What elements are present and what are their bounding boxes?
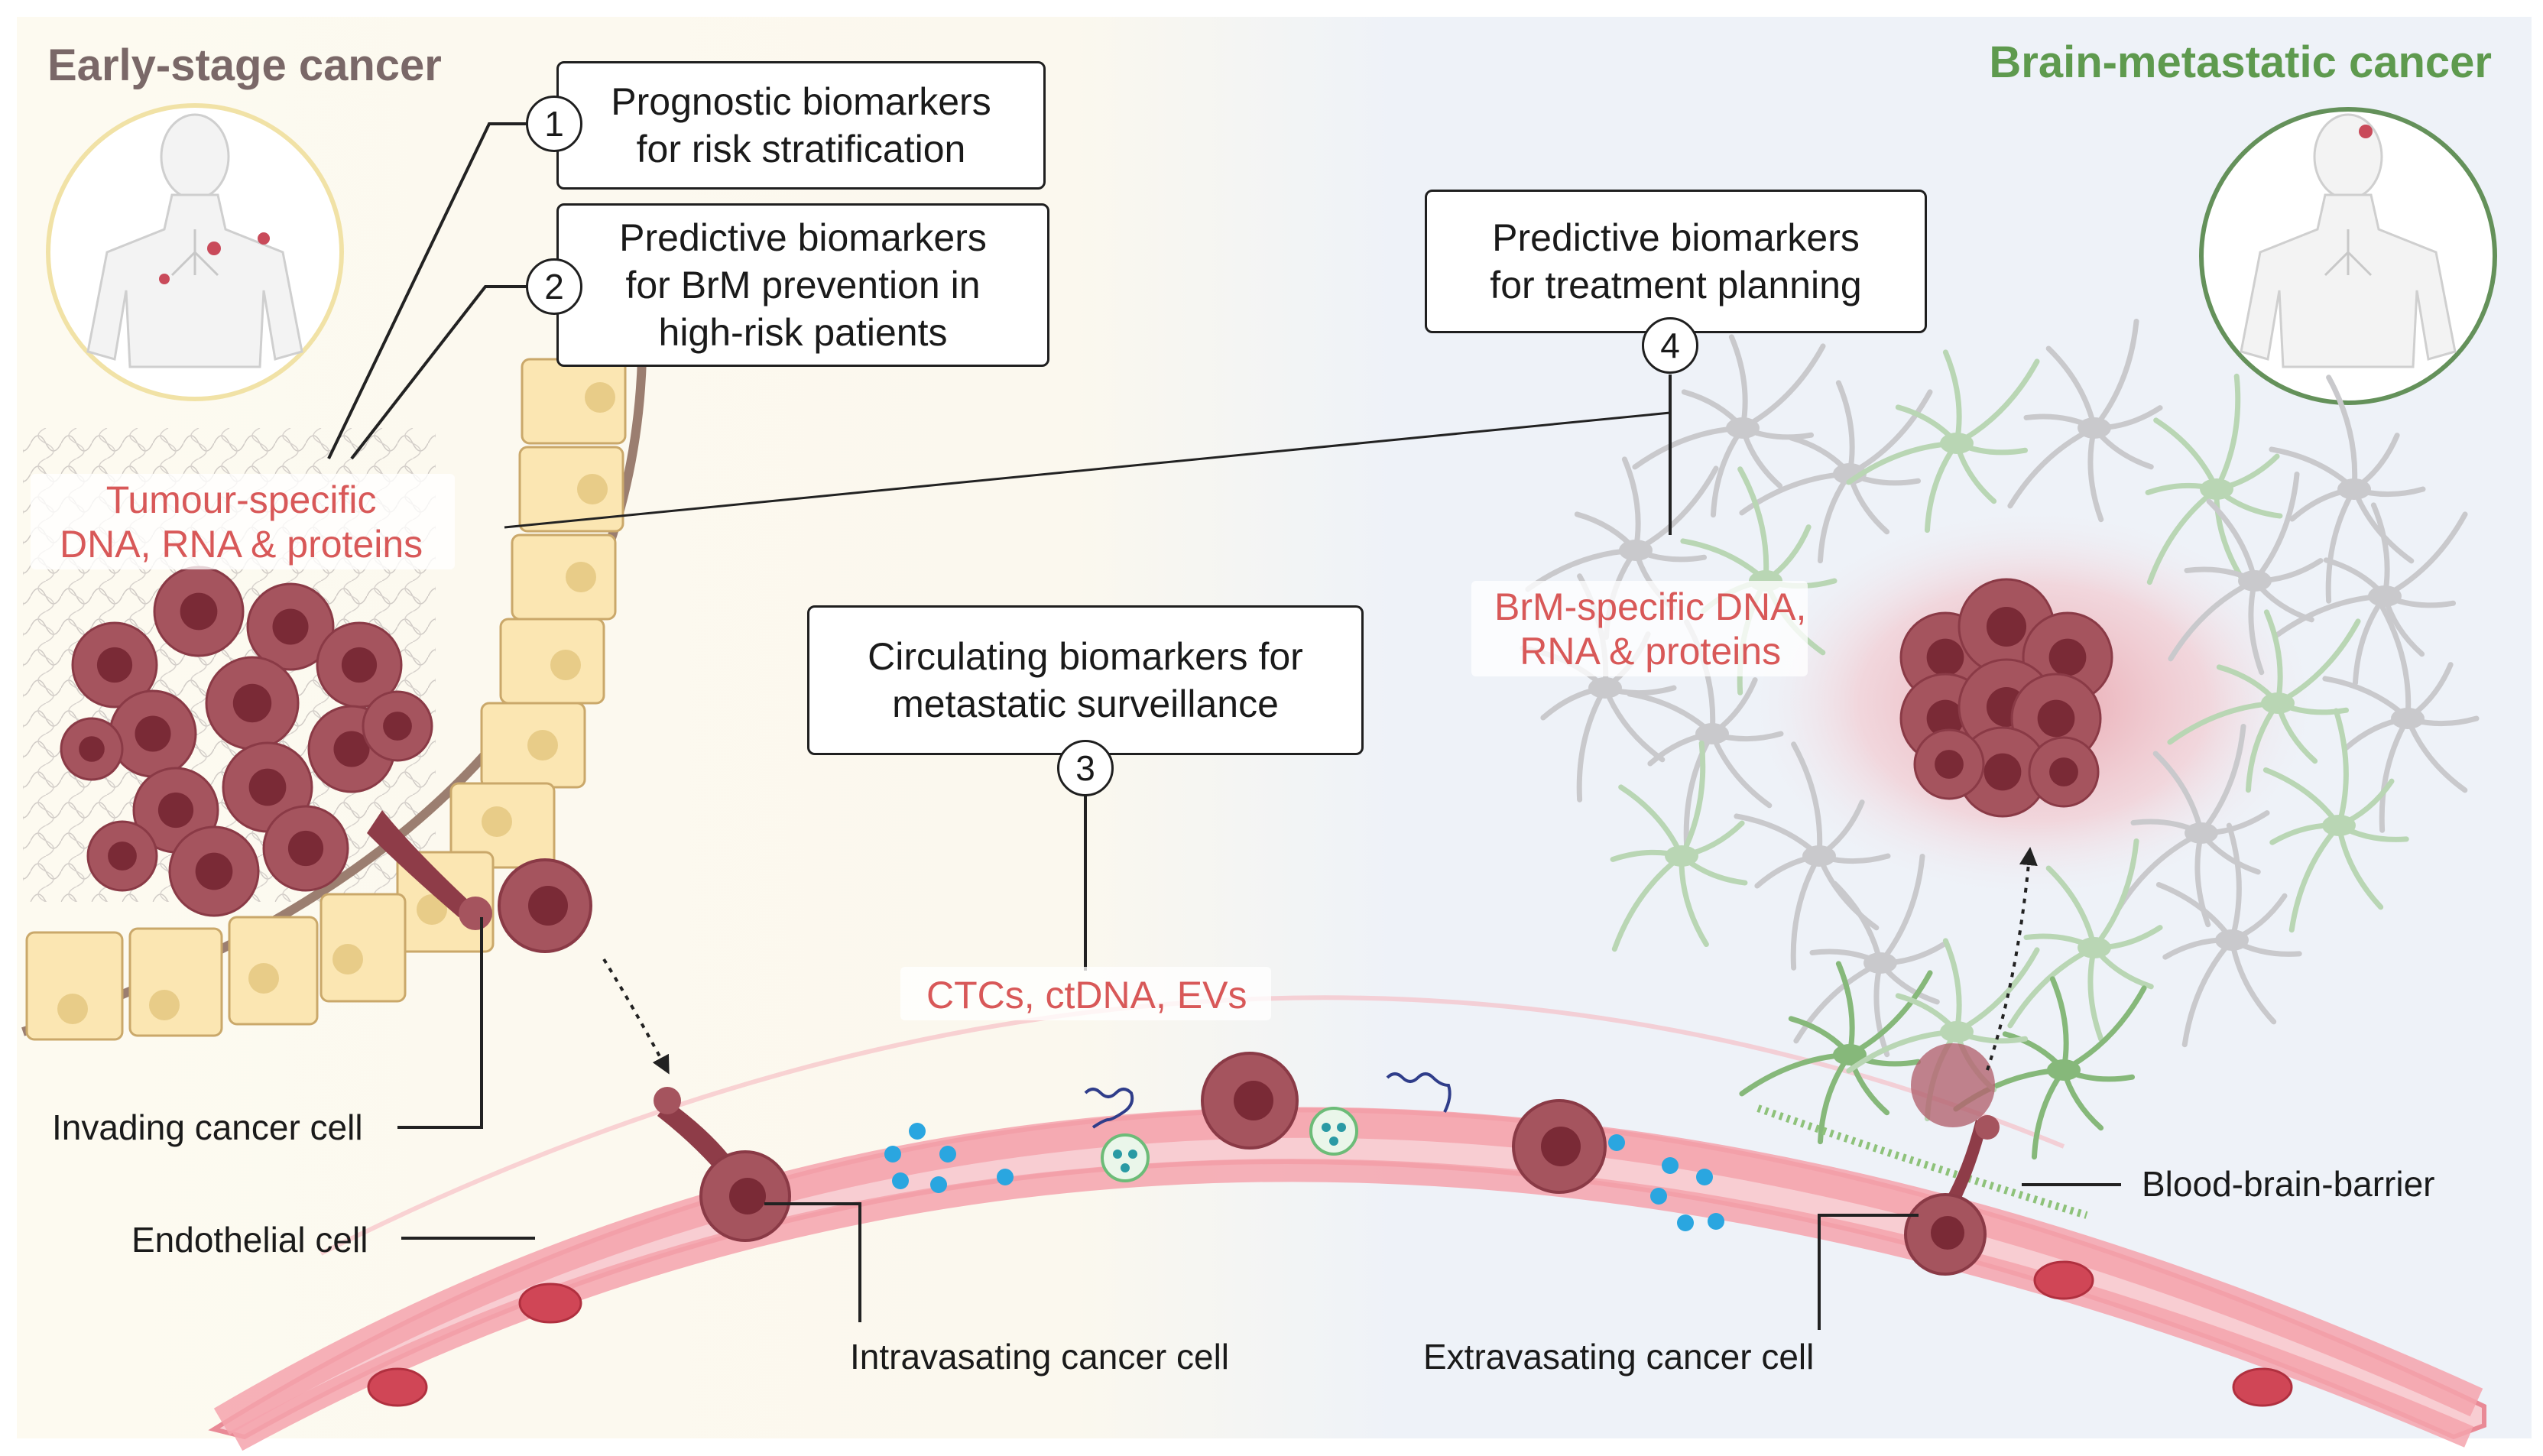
neuron: [2168, 471, 2324, 676]
neuron: [2007, 318, 2163, 523]
neuron: [2274, 502, 2468, 686]
brain-metastasis: [1899, 578, 2113, 818]
tumour-nucleus: [79, 736, 105, 762]
badge-4: 4: [1642, 317, 1698, 374]
tumour-nucleus: [180, 592, 218, 631]
tumour-nucleus: [383, 712, 412, 741]
badge-3: 3: [1057, 740, 1114, 796]
intravasating-cancer-cell: [654, 1087, 791, 1242]
box2-line3: high-risk patients: [658, 311, 948, 354]
neuron: [1739, 961, 1933, 1145]
tumour-label-bg: [31, 474, 455, 569]
box4-line1: Predictive biomarkers: [1492, 216, 1860, 259]
box1-line2: for risk stratification: [636, 128, 966, 170]
tumour-nucleus: [135, 715, 171, 752]
tumour-nucleus: [108, 841, 137, 871]
tumour-nucleus: [341, 647, 378, 683]
migration-arrow: [602, 958, 670, 1075]
neuron: [1734, 741, 1891, 971]
primary-tumour: [60, 566, 433, 917]
tumour-nucleus: [195, 852, 233, 890]
red-blood-cells: [367, 1260, 2293, 1407]
tumour-nucleus: [2048, 638, 2087, 676]
box2-line1: Predictive biomarkers: [619, 216, 987, 259]
neuron: [2262, 708, 2409, 933]
tumour-nucleus: [1935, 750, 1964, 779]
tumour-nucleus: [1986, 606, 2027, 647]
box1-line1: Prognostic biomarkers: [611, 80, 991, 123]
ctc-in-vessel: [1201, 1052, 1607, 1194]
brm-label-bg: [1471, 581, 1808, 676]
neuron: [2007, 838, 2163, 1043]
tumour-nucleus: [232, 683, 272, 723]
badge-1: 1: [526, 96, 582, 152]
tumour-nucleus: [248, 768, 287, 806]
invading-cancer-cell: [367, 810, 592, 953]
neuron: [1632, 334, 1826, 518]
label-blood-brain-barrier: Blood-brain-barrier: [2142, 1164, 2435, 1204]
tumour-label-line1: Tumour-specific: [105, 478, 377, 521]
label-invading-cell: Invading cancer cell: [52, 1107, 363, 1147]
tumour-nucleus: [333, 731, 370, 767]
colonisation-arrow: [1986, 847, 2038, 1071]
heading-brain-metastatic: Brain-metastatic cancer: [1989, 37, 2492, 87]
neuron: [1627, 619, 1784, 848]
box-predictive-treatment: Predictive biomarkers for treatment plan…: [1425, 190, 1927, 333]
label-extravasating-cell: Extravasating cancer cell: [1423, 1337, 1815, 1377]
brm-label-line1: BrM-specific DNA,: [1494, 585, 1807, 628]
body-icon-left: [46, 103, 344, 401]
box4-line2: for treatment planning: [1490, 264, 1862, 306]
circulating-label-bg: [900, 967, 1271, 1020]
box2-line2: for BrM prevention in: [625, 264, 981, 306]
brm-specific-label: BrM-specific DNA, RNA & proteins: [1494, 585, 1806, 673]
extravasating-cancer-cell: [1904, 1043, 2000, 1276]
neuron: [1610, 740, 1748, 952]
leader-lines: [327, 122, 2121, 1330]
label-intravasating-cell: Intravasating cancer cell: [850, 1337, 1230, 1377]
body-icon-right: [2199, 107, 2497, 405]
tumour-nucleus: [287, 830, 324, 867]
neuron: [2167, 609, 2361, 793]
tumour-nucleus: [1926, 699, 1964, 738]
neuron: [2322, 604, 2480, 833]
badge-2: 2: [526, 258, 582, 315]
heading-early-stage: Early-stage cancer: [47, 41, 442, 90]
tumour-nucleus: [272, 608, 309, 645]
neuron: [2145, 373, 2283, 585]
tumour-nucleus: [1926, 638, 1964, 676]
neuron: [1953, 976, 2147, 1160]
box3-line1: Circulating biomarkers for: [868, 635, 1303, 678]
circulating-label: CTCs, ctDNA, EVs: [926, 974, 1247, 1017]
tumour-nucleus: [2049, 757, 2078, 786]
circulating-markers: [884, 1072, 1724, 1231]
label-endothelial-cell: Endothelial cell: [131, 1220, 368, 1260]
tumour-label-line2: DNA, RNA & proteins: [60, 523, 423, 566]
box-prognostic-biomarkers: Prognostic biomarkers for risk stratific…: [556, 61, 1046, 190]
neuron: [1793, 853, 1949, 1058]
epithelium-duct: [21, 358, 647, 1041]
tumour-nucleus: [1983, 753, 2022, 791]
neuron: [1846, 349, 2040, 533]
tumour-nucleus: [2037, 699, 2075, 738]
tumour-specific-label: Tumour-specific DNA, RNA & proteins: [60, 478, 423, 566]
neuron: [2269, 375, 2426, 604]
box3-line2: metastatic surveillance: [892, 683, 1279, 725]
tumour-nucleus: [96, 647, 133, 683]
brm-label-line2: RNA & proteins: [1520, 630, 1782, 673]
neuron: [2155, 822, 2302, 1048]
tumour-nucleus: [157, 792, 194, 829]
box-circulating-biomarkers: Circulating biomarkers for metastatic su…: [807, 605, 1364, 755]
box-predictive-prevention: Predictive biomarkers for BrM prevention…: [556, 203, 1049, 367]
